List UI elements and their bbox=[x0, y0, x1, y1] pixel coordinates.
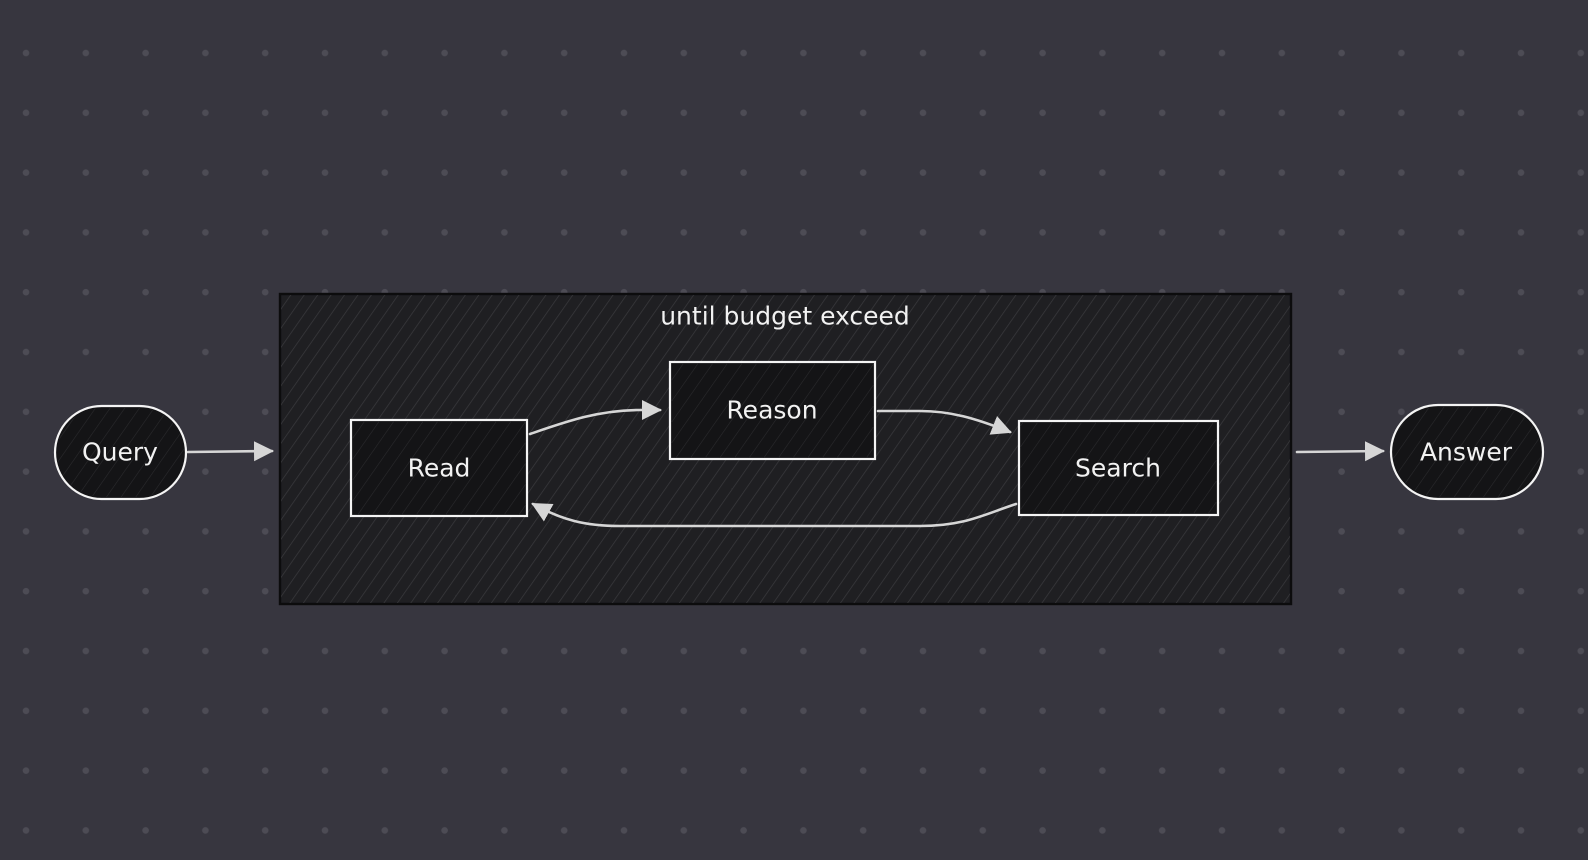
node-search[interactable]: Search bbox=[1017, 419, 1220, 517]
node-search-hatch bbox=[1020, 422, 1217, 514]
node-answer-hatch bbox=[1393, 407, 1541, 497]
node-search-label: Search bbox=[1075, 454, 1161, 483]
node-reason[interactable]: Reason bbox=[668, 360, 877, 461]
edge-read-to-reason bbox=[528, 400, 662, 436]
node-answer-label: Answer bbox=[1420, 438, 1513, 467]
node-read-label: Read bbox=[408, 454, 471, 483]
node-query-label: Query bbox=[82, 438, 158, 467]
edge-loop-to-answer bbox=[1295, 441, 1385, 462]
loop-group-label: until budget exceed bbox=[660, 302, 910, 331]
node-read-hatch bbox=[352, 421, 526, 515]
node-answer[interactable]: Answer bbox=[1389, 403, 1545, 501]
node-reason-label: Reason bbox=[726, 396, 817, 425]
edge-search-to-read bbox=[531, 502, 1018, 528]
node-reason-hatch bbox=[671, 363, 874, 458]
node-query[interactable]: Query bbox=[53, 404, 188, 501]
edge-reason-to-search bbox=[876, 409, 1012, 435]
node-query-hatch bbox=[57, 408, 184, 497]
edge-query-to-loop bbox=[186, 441, 274, 462]
node-read[interactable]: Read bbox=[349, 418, 529, 518]
